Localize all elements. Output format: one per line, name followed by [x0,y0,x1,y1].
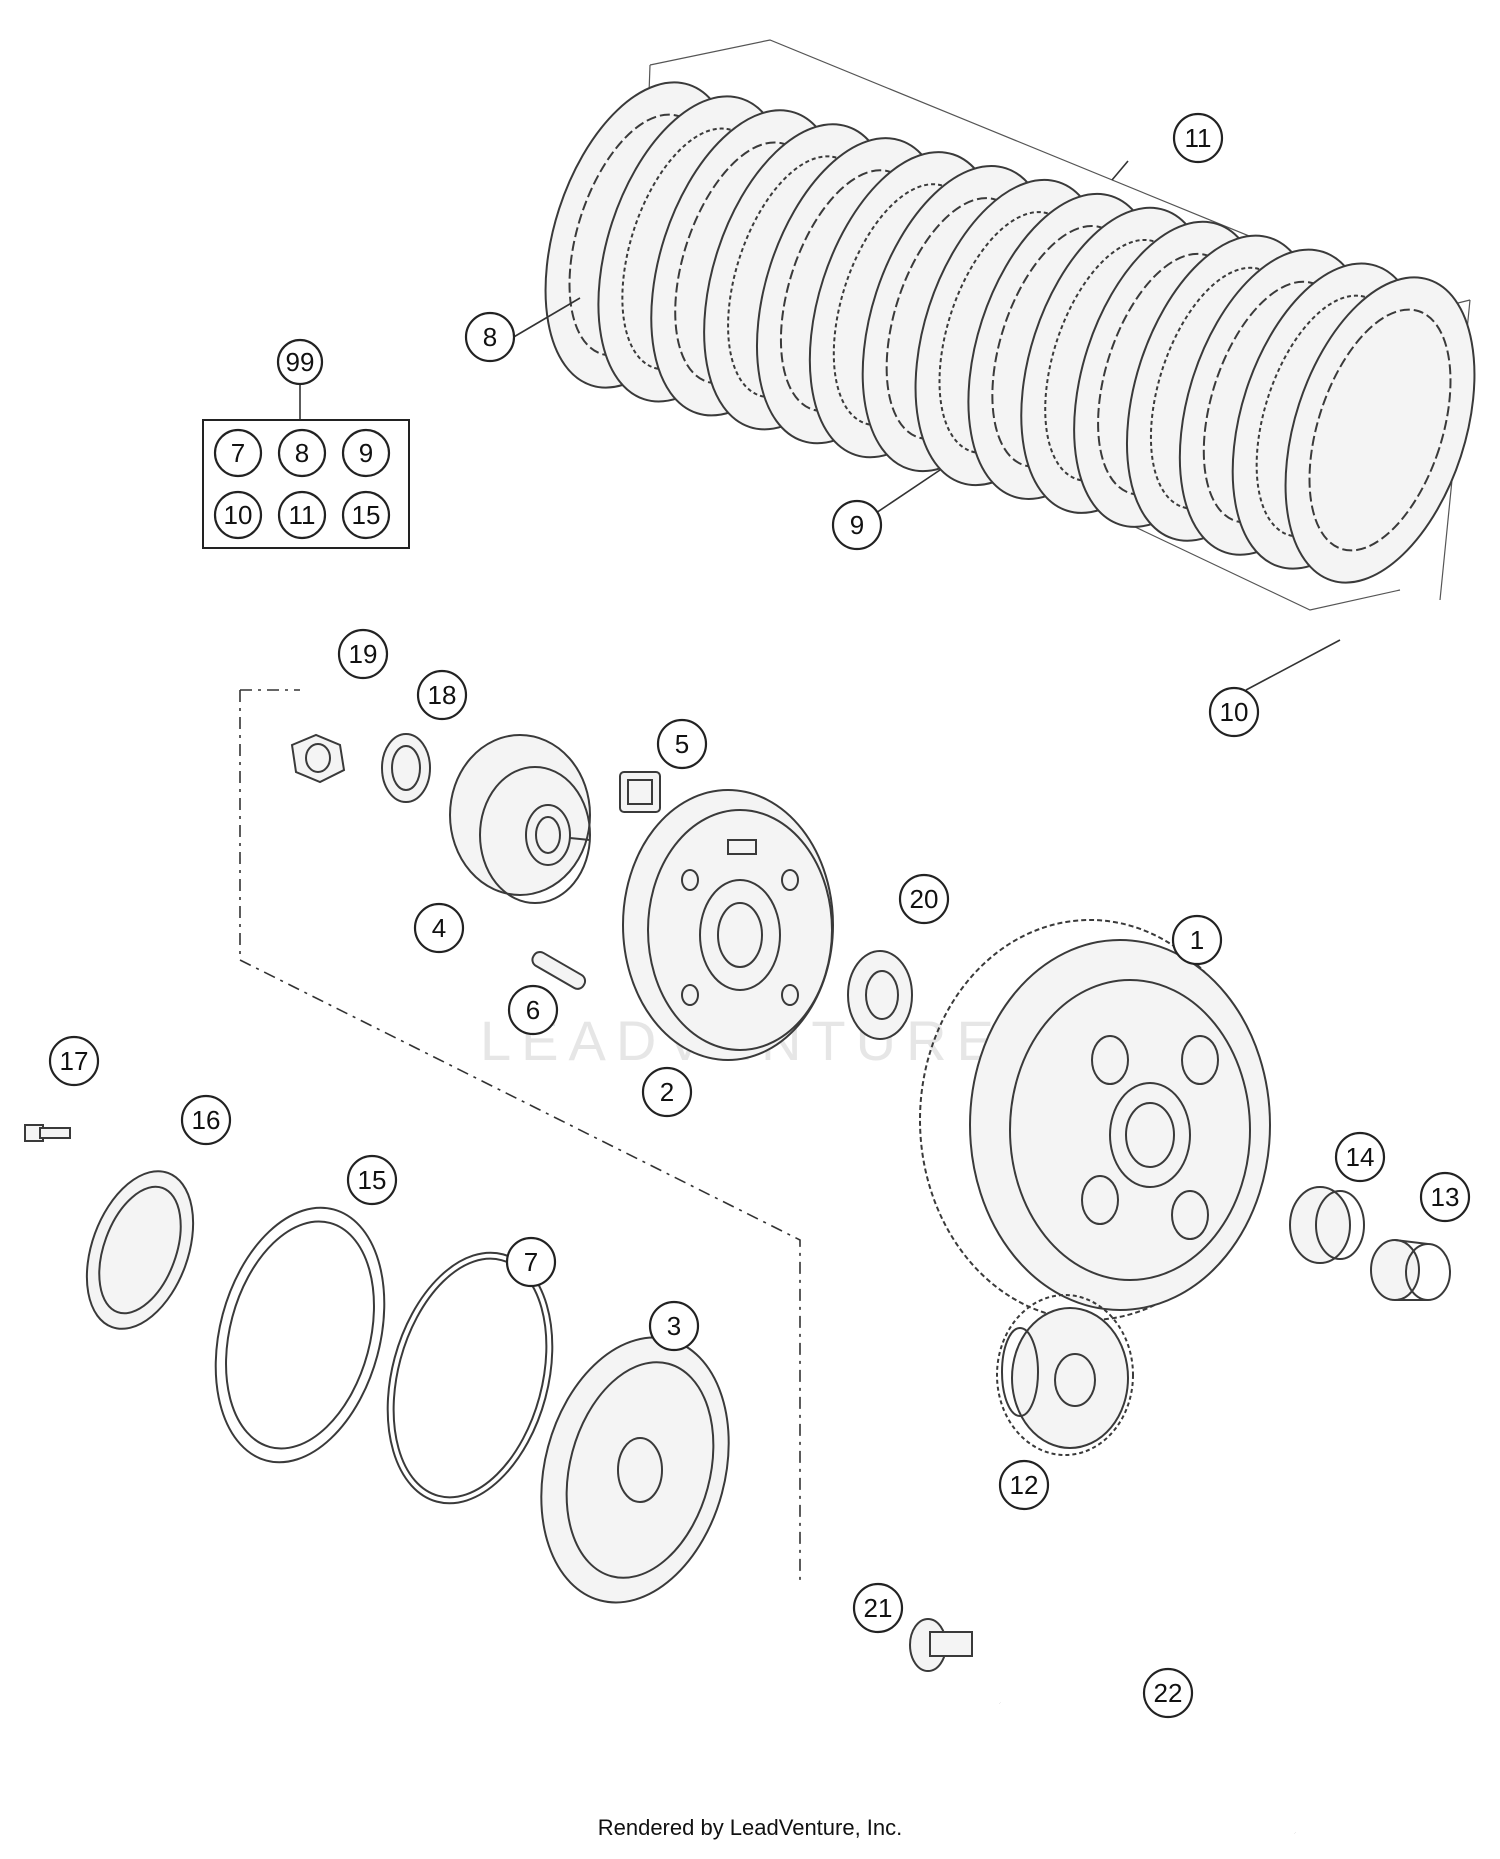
svg-text:2: 2 [660,1077,674,1107]
svg-text:9: 9 [850,510,864,540]
svg-text:4: 4 [432,913,446,943]
assembly-outline [239,690,801,1585]
pressure-plate-part [449,734,591,904]
callout-12[interactable]: 12 [998,1459,1050,1511]
callout-4[interactable]: 4 [413,902,465,954]
callout-19[interactable]: 19 [337,628,389,680]
pressure-cap-part [540,1336,730,1604]
svg-text:7: 7 [524,1247,538,1277]
inner-hub-part [622,789,834,1061]
callout-6[interactable]: 6 [507,984,559,1036]
bolt-part [24,1124,71,1142]
kit-item-11[interactable]: 11 [277,490,327,540]
needle-bearing-part [1289,1186,1365,1264]
pin-part [531,951,587,990]
svg-text:10: 10 [1220,697,1249,727]
friction-disc-part [214,1206,386,1464]
svg-text:1: 1 [1190,925,1204,955]
callout-2[interactable]: 2 [641,1066,693,1118]
clutch-plate [1284,276,1476,584]
svg-text:10: 10 [224,500,253,530]
svg-text:21: 21 [864,1593,893,1623]
kit-item-8[interactable]: 8 [277,428,327,478]
kit-callout-99[interactable]: 99 [276,338,324,386]
svg-text:5: 5 [675,729,689,759]
thrust-washer-part [847,950,913,1040]
kit-item-15[interactable]: 15 [341,490,391,540]
pressure-piece-part [909,1618,973,1672]
spring-block-part [619,771,661,813]
clutch-plate-stack [544,39,1476,611]
svg-text:12: 12 [1010,1470,1039,1500]
svg-text:18: 18 [428,680,457,710]
callout-8[interactable]: 8 [464,311,516,363]
primary-gear-part [996,1294,1134,1456]
callout-1[interactable]: 1 [1171,914,1223,966]
callout-18[interactable]: 18 [416,669,468,721]
svg-text:6: 6 [526,995,540,1025]
footer-credit: Rendered by LeadVenture, Inc. [597,1815,903,1840]
diaphragm-spring-part [85,1170,195,1330]
callout-3[interactable]: 3 [648,1300,700,1352]
leader-lines [511,160,1341,691]
callout-20[interactable]: 20 [898,873,950,925]
svg-text:7: 7 [231,438,245,468]
callout-5[interactable]: 5 [656,718,708,770]
kit-item-7[interactable]: 7 [213,428,263,478]
svg-text:17: 17 [60,1046,89,1076]
svg-text:20: 20 [910,884,939,914]
callout-17[interactable]: 17 [48,1035,100,1087]
svg-text:16: 16 [192,1105,221,1135]
push-rod-part [998,1699,1297,1837]
svg-text:15: 15 [358,1165,387,1195]
callout-16[interactable]: 16 [180,1094,232,1146]
kit-item-9[interactable]: 9 [341,428,391,478]
svg-text:3: 3 [667,1311,681,1341]
kit-item-10[interactable]: 10 [213,490,263,540]
svg-text:13: 13 [1431,1182,1460,1212]
svg-text:11: 11 [1185,123,1212,153]
svg-text:8: 8 [295,438,309,468]
callout-7[interactable]: 7 [505,1236,557,1288]
callout-15[interactable]: 15 [346,1154,398,1206]
callout-11[interactable]: 11 [1172,112,1224,164]
spacer-sleeve-part [1370,1239,1451,1301]
svg-text:99: 99 [286,347,315,377]
callout-13[interactable]: 13 [1419,1171,1471,1223]
nut-part [290,733,346,784]
clutch-basket-part [919,919,1271,1321]
svg-text:14: 14 [1346,1142,1375,1172]
wire-ring-part [386,1251,554,1505]
svg-text:19: 19 [349,639,378,669]
callout-10[interactable]: 10 [1208,686,1260,738]
bearing-part [381,733,431,803]
svg-text:15: 15 [352,500,381,530]
svg-text:22: 22 [1154,1678,1183,1708]
svg-text:11: 11 [289,500,316,530]
svg-text:9: 9 [359,438,373,468]
callout-14[interactable]: 14 [1334,1131,1386,1183]
kit-box: 99 7 8 9 10 11 15 [202,338,410,549]
callout-21[interactable]: 21 [852,1582,904,1634]
callouts: 1 2 3 4 5 6 7 8 9 10 11 12 13 14 15 16 1… [48,112,1471,1719]
callout-9[interactable]: 9 [831,499,883,551]
svg-text:8: 8 [483,322,497,352]
callout-22[interactable]: 22 [1142,1667,1194,1719]
